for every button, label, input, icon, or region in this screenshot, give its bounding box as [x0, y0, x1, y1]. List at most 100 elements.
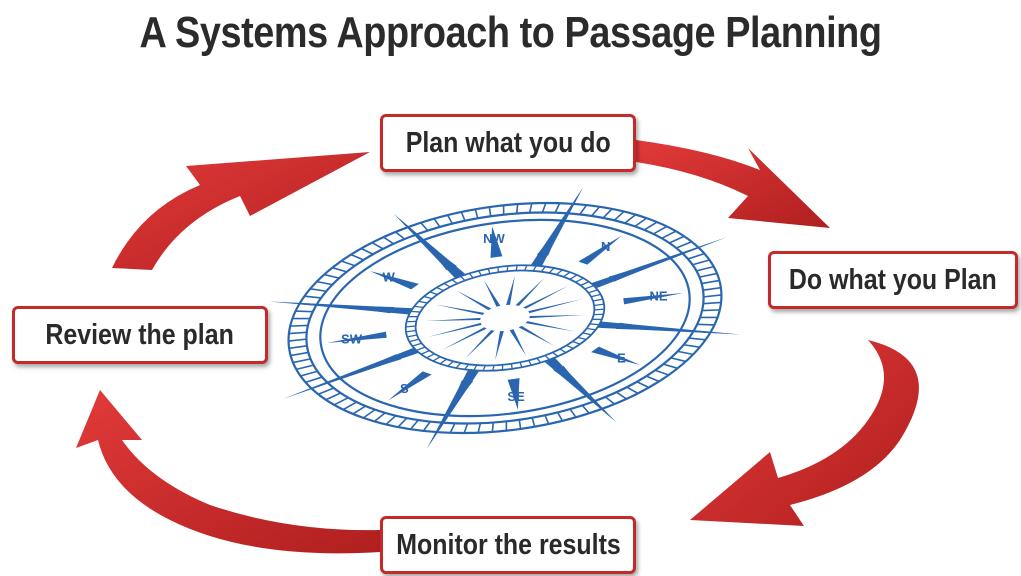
- compass-tick: [669, 235, 685, 244]
- compass-point-inner: [509, 329, 527, 356]
- compass-tick: [624, 213, 637, 224]
- compass-tick: [478, 270, 482, 276]
- compass-tick: [300, 370, 318, 377]
- compass-tick: [519, 362, 523, 368]
- compass-tick: [304, 295, 322, 299]
- compass-point-inner: [528, 299, 582, 314]
- arrow-review-to-plan: [112, 152, 370, 270]
- compass-tick: [654, 369, 669, 376]
- compass-tick: [451, 279, 458, 285]
- compass-tick: [290, 324, 308, 327]
- compass-tick: [420, 222, 429, 232]
- compass-tick: [482, 365, 486, 371]
- compass-tick: [604, 396, 615, 405]
- compass-tick: [636, 381, 650, 389]
- compass-tick: [594, 308, 605, 311]
- compass-tick: [575, 277, 584, 283]
- compass-tick: [569, 274, 578, 280]
- compass-tick: [554, 202, 561, 214]
- compass-tick: [491, 422, 495, 433]
- compass-tick: [325, 392, 341, 401]
- compass-point-minor: [335, 306, 394, 314]
- compass-tick: [373, 412, 386, 423]
- compass-tick: [703, 294, 722, 298]
- compass-tick: [497, 267, 500, 273]
- compass-tick: [362, 408, 376, 419]
- compass-tick: [405, 325, 416, 328]
- compass-point-main: [283, 347, 420, 399]
- compass-tick: [289, 345, 308, 350]
- compass-tick: [477, 423, 482, 433]
- compass-tick: [646, 375, 660, 383]
- compass-point-inner: [426, 317, 481, 321]
- compass-tick: [582, 332, 592, 336]
- compass-tick: [510, 363, 513, 369]
- compass-tick: [420, 350, 430, 355]
- compass-point-minor: [536, 223, 562, 256]
- compass-point-minor: [608, 259, 665, 282]
- compass-label-ne: N: [601, 239, 610, 254]
- compass-tick: [552, 351, 559, 357]
- compass-tick: [692, 259, 710, 266]
- compass-tick: [586, 327, 596, 331]
- compass-tick: [439, 358, 447, 365]
- compass-label-sw: S: [400, 381, 409, 396]
- compass-point-inner: [442, 327, 487, 350]
- compass-tick: [594, 303, 605, 307]
- compass-tick: [702, 286, 721, 291]
- compass-tick: [556, 269, 563, 276]
- compass-tick: [436, 286, 444, 292]
- compass-tick: [342, 401, 357, 411]
- compass-tick: [518, 419, 522, 430]
- compass-tick: [559, 348, 567, 354]
- compass-tick: [429, 291, 438, 296]
- compass-tick: [683, 343, 700, 348]
- step-label: Plan what you do: [405, 126, 611, 159]
- cycle-arrows: [76, 140, 919, 554]
- compass-point-inner: [518, 325, 554, 346]
- compass-tick: [703, 301, 722, 305]
- compass-ring: [319, 218, 691, 418]
- compass-tick: [460, 211, 466, 222]
- compass-tick: [697, 323, 715, 326]
- compass-tick: [407, 334, 418, 338]
- compass-tick: [310, 288, 327, 293]
- compass-ring: [414, 269, 596, 367]
- compass-point-minor: [507, 378, 520, 410]
- compass-tick: [397, 417, 408, 428]
- compass-tick: [295, 310, 313, 313]
- arrow-plan-to-do: [636, 140, 830, 228]
- compass-tick: [515, 265, 518, 271]
- compass-tick: [410, 310, 421, 313]
- compass-tick: [563, 271, 571, 278]
- compass-tick: [418, 300, 428, 304]
- compass-tick: [540, 266, 546, 273]
- compass-tick: [433, 218, 441, 228]
- compass-tick: [592, 298, 603, 302]
- compass-tick: [688, 337, 706, 341]
- compass-point-inner: [495, 331, 504, 361]
- compass-tick: [584, 285, 594, 290]
- compass-point-minor: [578, 235, 622, 265]
- compass-tick: [455, 362, 462, 369]
- compass-tick: [305, 376, 323, 384]
- compass-tick: [333, 396, 349, 406]
- compass-point-main: [590, 237, 727, 289]
- compass-tick: [653, 225, 668, 235]
- compass-tick: [492, 365, 495, 371]
- compass-tick: [414, 305, 424, 309]
- step-plan-what-you-do: Plan what you do: [380, 114, 636, 172]
- compass-tick: [572, 340, 581, 345]
- compass-label-w: SW: [341, 332, 363, 347]
- step-label: Monitor the results: [395, 528, 621, 561]
- compass-tick: [524, 265, 528, 271]
- compass-point-inner: [525, 321, 575, 332]
- compass-point-minor: [623, 292, 684, 305]
- compass-point-minor: [388, 371, 432, 401]
- compass-point-minor: [591, 346, 641, 366]
- compass-tick: [460, 275, 466, 281]
- compass-tick: [591, 206, 601, 217]
- compass-point-inner: [456, 290, 492, 311]
- compass-tick: [536, 357, 542, 364]
- compass-tick: [473, 364, 478, 371]
